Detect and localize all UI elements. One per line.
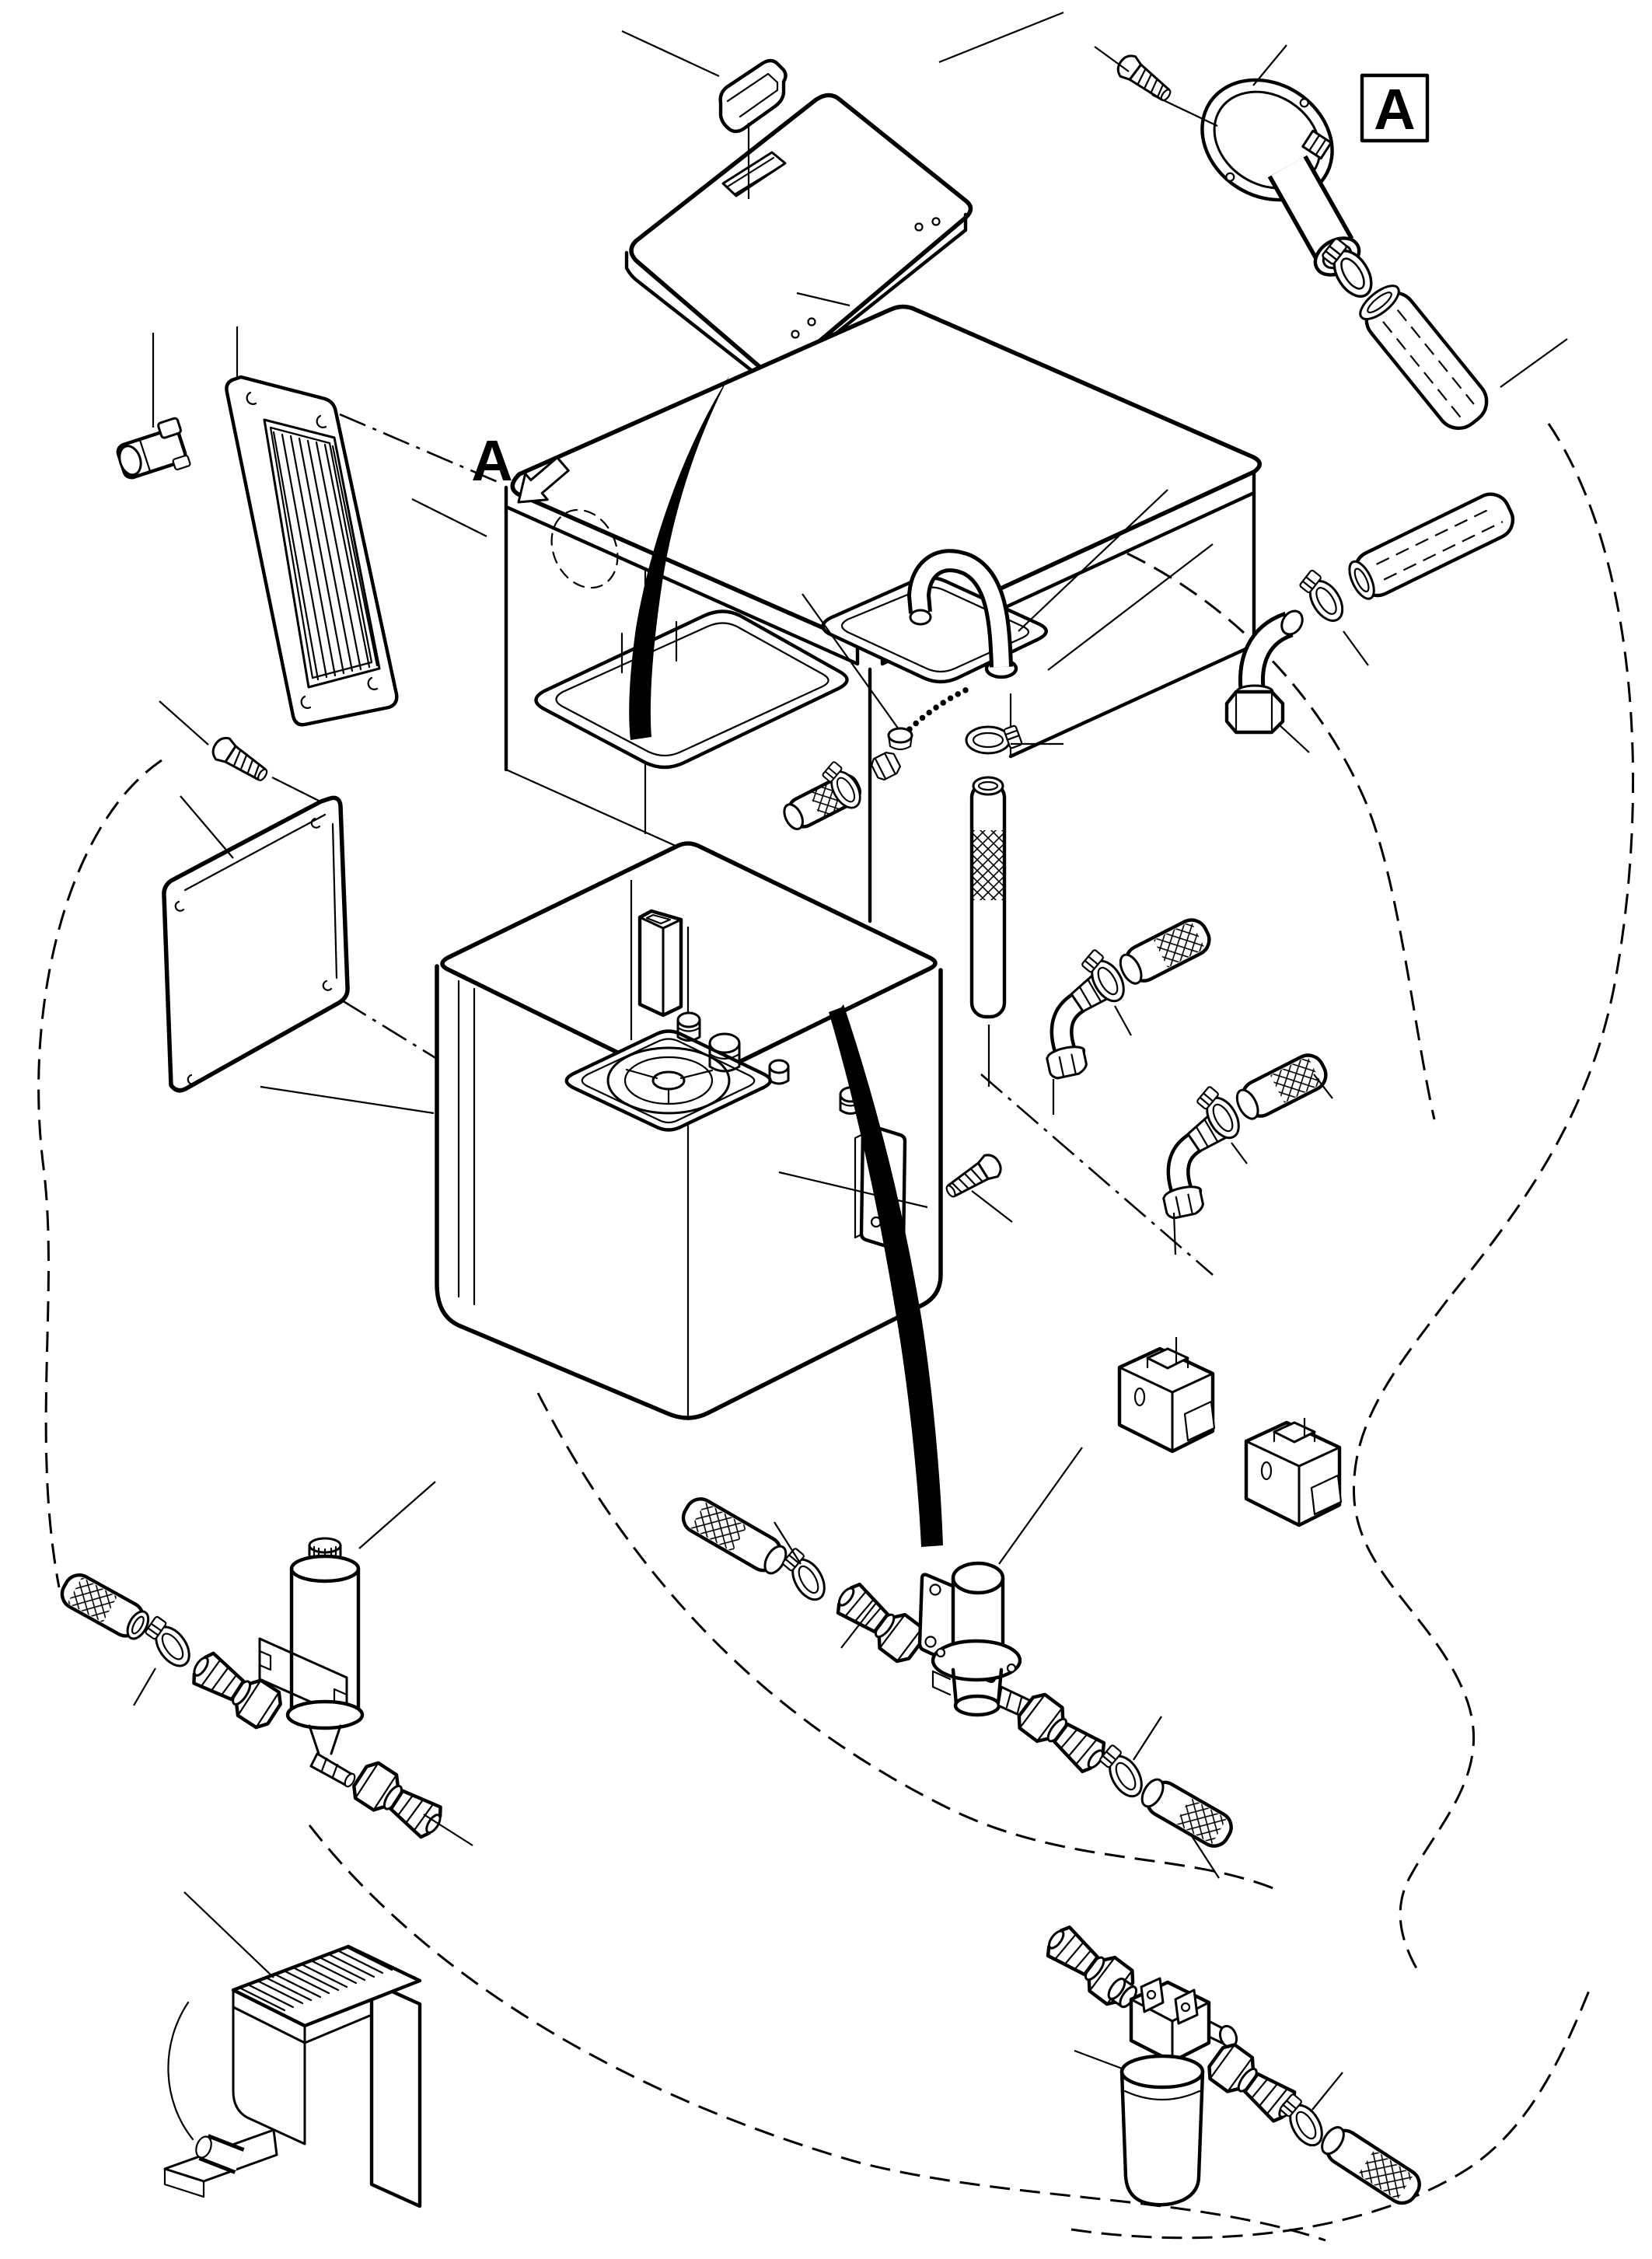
filler-hose [1359,285,1489,431]
counter-nut [871,752,901,781]
view-a-arrow [517,456,570,504]
mounting-clip-1 [1119,1349,1214,1451]
water-filter-assembly [1040,1920,1421,2207]
roller-pedal [195,2135,212,2159]
grille-slats [272,431,379,681]
mounting-clip-2 [1246,1423,1341,1525]
pump-outlet-barb [349,1758,449,1844]
elbow-hose-assembly [1224,492,1515,753]
filter-spacer [1107,1977,1138,2009]
tank-side-screw [940,1150,1007,1205]
lid-handle-recess [721,151,787,197]
detail-a: A [1094,44,1568,431]
solenoid-valve-assembly [681,1447,1233,1879]
louver-slats [239,1947,393,2012]
flow-arrow-valve [829,1004,943,1547]
filler-screw [1112,50,1177,108]
view-a-label: A [471,428,512,493]
latch-knob [116,417,191,480]
grille-screw [208,732,274,788]
filter-outlet-hose [1321,2126,1421,2205]
left-sink-basin [534,609,849,770]
drain-plug-with-chain [887,686,972,751]
faucet [906,549,1018,679]
elbow-hose-clamp [1294,564,1350,629]
pump-inlet-hose [60,1573,150,1640]
louvered-box-with-roller [163,1891,422,2208]
filler-neck-fitting [1200,78,1361,277]
water-tank [260,841,1013,1547]
filter-head [1129,1977,1238,2064]
tank-strainer-opening [564,1029,772,1132]
detail-a-box [1360,73,1430,143]
sink-counter: A [411,304,1262,1087]
vertical-braided-hose [969,776,1007,1019]
filter-bowl [1119,2054,1205,2207]
under-faucet-clamp [965,724,1024,755]
lid-handle-insert [718,58,788,134]
valve-inlet-hose [681,1497,788,1575]
access-cover-plate-group [159,700,350,1093]
elbow-hose-nut [1224,684,1285,735]
flow-arrow-lid [629,375,730,740]
elbow-barb-assembly-1 [1031,918,1211,1115]
valve-outlet-barb [1014,1690,1112,1779]
braided-hose-2 [1235,1053,1328,1120]
braided-hose-1 [1119,918,1211,985]
elbow-barb-assembly-2 [1147,1053,1333,1255]
tank-standpipe [637,909,683,1018]
water-pump [285,1537,365,1788]
valve-inlet-barb [830,1577,929,1666]
solenoid-valve [917,1561,1039,1721]
detail-a-label: A [1374,77,1415,141]
straight-tube [1348,492,1515,600]
access-cover-plate [162,795,350,1093]
vent-grille [116,326,399,727]
tank-strainer [651,1070,686,1091]
valve-outlet-hose [1140,1778,1233,1848]
water-pump-assembly [60,1481,473,1846]
